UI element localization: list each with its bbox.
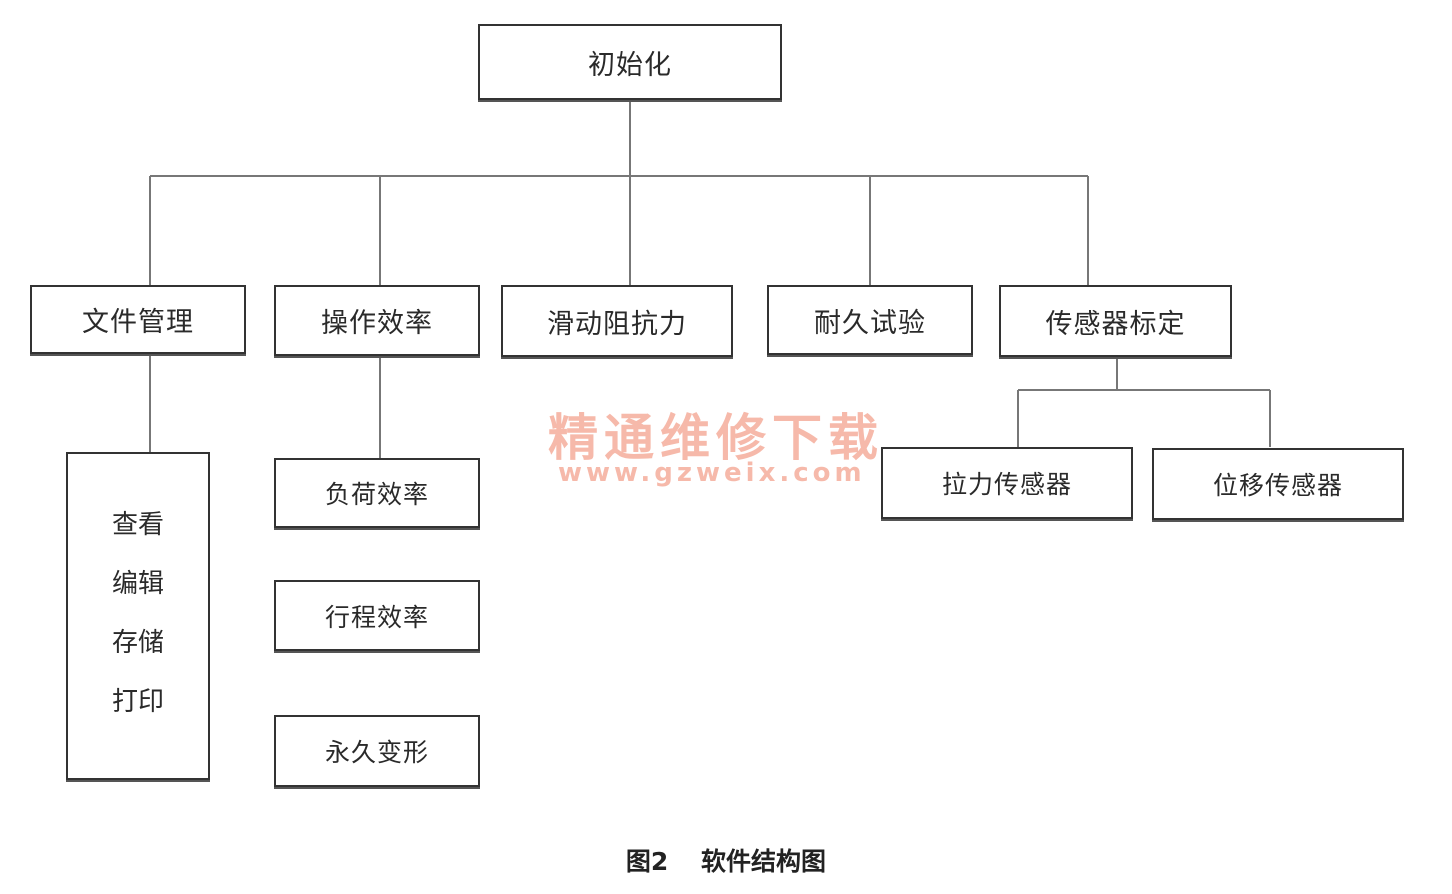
figure-title: 软件结构图	[701, 847, 827, 876]
file-action-print: 打印	[111, 687, 164, 717]
watermark-url: www.gzweix.com	[558, 458, 866, 488]
node-tension-sensor: 拉力传感器	[881, 447, 1133, 519]
root-node: 初始化	[478, 24, 782, 100]
node-load-efficiency: 负荷效率	[274, 458, 480, 528]
node-durability-test: 耐久试验	[767, 285, 973, 355]
node-stroke-efficiency: 行程效率	[274, 580, 480, 651]
file-action-save: 存储	[111, 628, 164, 658]
watermark-title: 精通维修下载	[548, 409, 884, 467]
file-actions-list: 查看 编辑 存储 打印	[66, 452, 210, 780]
node-sliding-resistance: 滑动阻抗力	[501, 285, 733, 357]
figure-caption: 图2 软件结构图	[0, 842, 1452, 878]
file-action-view: 查看	[111, 510, 164, 540]
node-permanent-deformation: 永久变形	[274, 715, 480, 787]
figure-number: 图2	[625, 847, 669, 876]
node-operation-efficiency: 操作效率	[274, 285, 480, 356]
node-file-management: 文件管理	[30, 285, 246, 354]
node-sensor-calibration: 传感器标定	[999, 285, 1232, 357]
file-action-edit: 编辑	[111, 569, 164, 599]
node-displacement-sensor: 位移传感器	[1152, 448, 1404, 520]
